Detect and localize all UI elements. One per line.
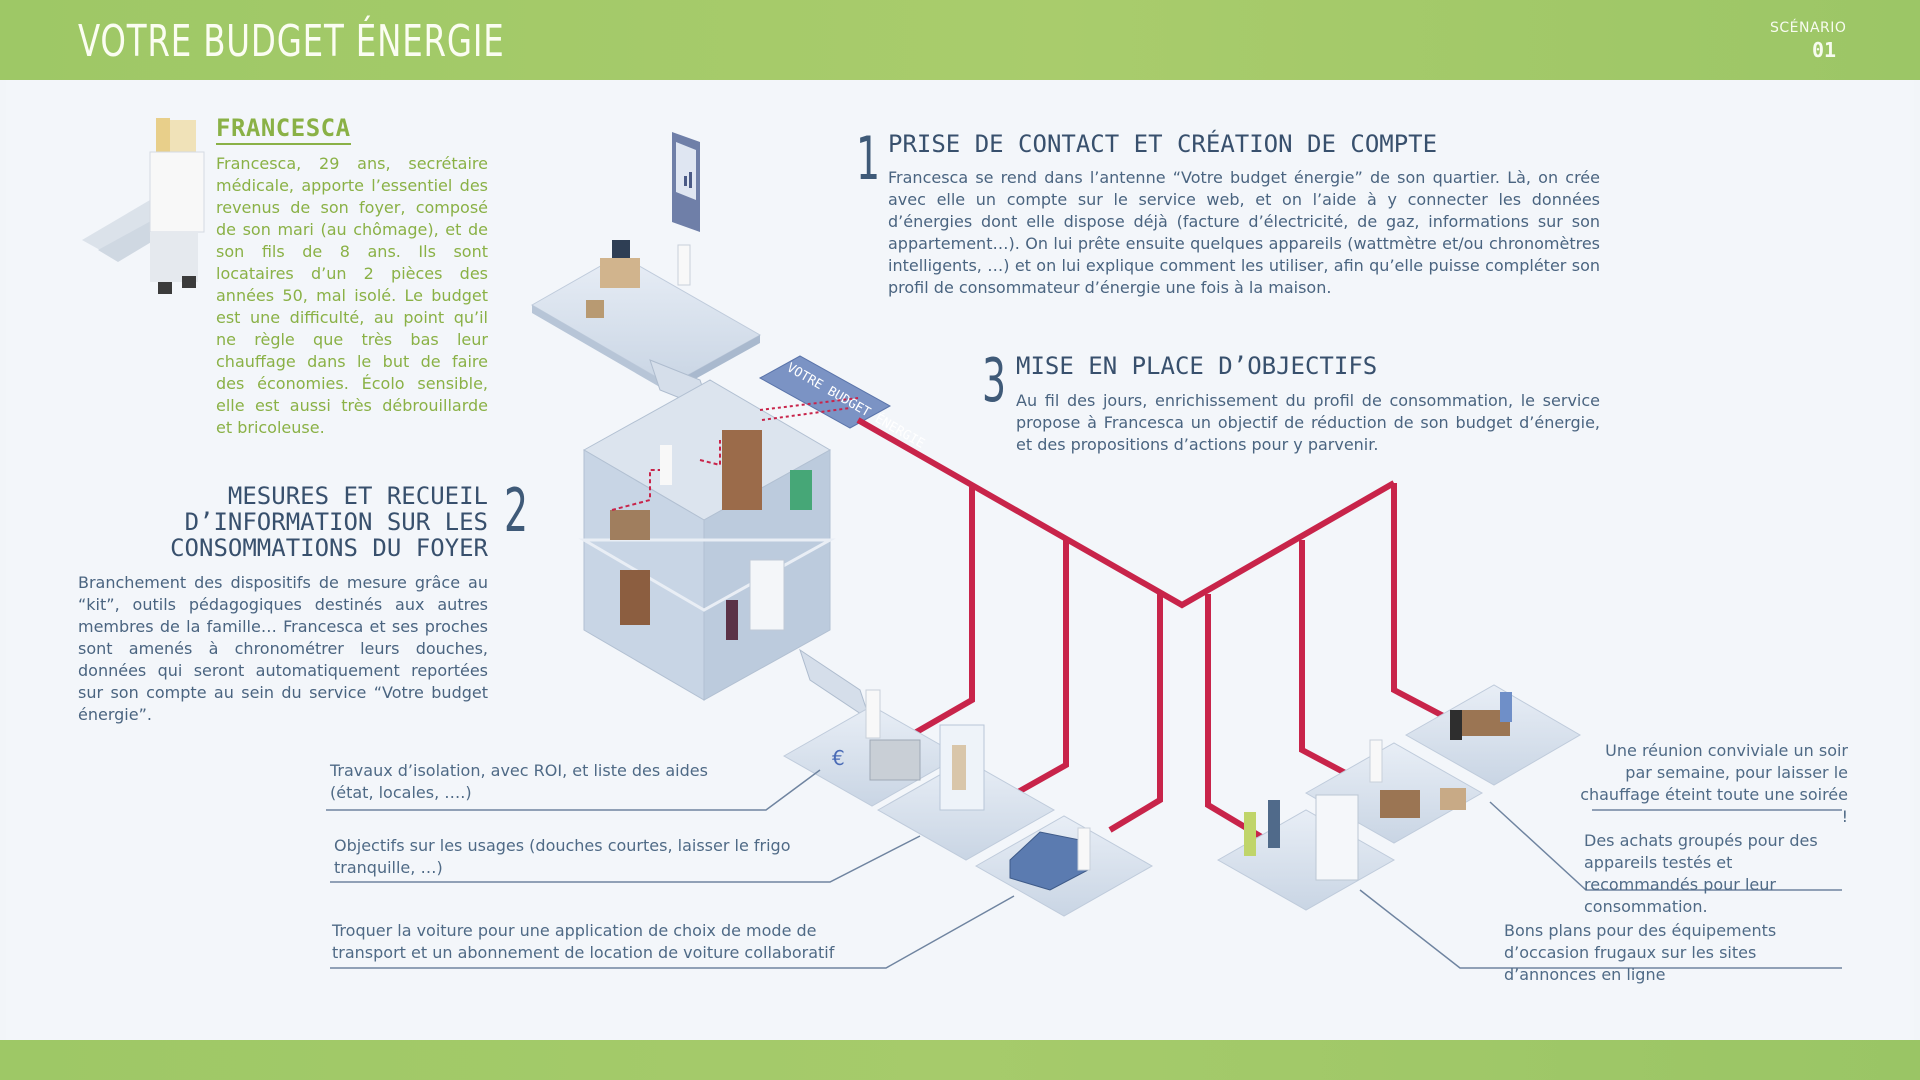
content-panel	[6, 80, 1914, 1040]
tile-insulation: €	[782, 689, 962, 807]
scenario-label: SCÉNARIO	[1770, 20, 1847, 36]
persona-figure	[82, 118, 205, 294]
caption-lines	[326, 769, 1842, 969]
tile-meeting	[1404, 684, 1581, 786]
action-group-purchases: Des achats groupés pour des appareils te…	[1584, 831, 1818, 916]
step2-title: MESURES ET RECUEIL D’INFORMATION SUR LES…	[170, 482, 488, 562]
step3-text: Au fil des jours, enrichissement du prof…	[1016, 391, 1600, 454]
action-secondhand: Bons plans pour des équipements d’occasi…	[1504, 921, 1777, 984]
action-transport: Troquer la voiture pour une application …	[332, 921, 835, 962]
kiosk-terminal	[672, 132, 700, 232]
step2-number: 2	[504, 476, 529, 546]
action-meeting: Une réunion conviviale un soir par semai…	[1580, 741, 1848, 826]
fridge-icon	[1315, 794, 1359, 881]
page-title: VOTRE BUDGET ÉNERGIE	[78, 16, 505, 67]
step3-title: MISE EN PLACE D’OBJECTIFS	[1016, 352, 1378, 380]
tile-car	[974, 815, 1154, 917]
persona-bio: Francesca, 29 ans, secrétaire médicale, …	[216, 154, 488, 437]
euro-icon: €	[832, 746, 845, 770]
step1-text: Francesca se rend dans l’antenne “Votre …	[888, 168, 1600, 297]
action-usage-goals: Objectifs sur les usages (douches courte…	[334, 836, 791, 877]
tile-shower	[876, 724, 1056, 861]
footer-bar	[0, 1040, 1920, 1080]
house	[578, 379, 836, 701]
tile-reception	[530, 240, 762, 393]
step1-title: PRISE DE CONTACT ET CRÉATION DE COMPTE	[888, 130, 1438, 158]
header-bar	[0, 0, 1920, 80]
connector-dots	[759, 397, 859, 421]
action-insulation: Travaux d’isolation, avec ROI, et liste …	[330, 761, 708, 802]
step3-number: 3	[982, 346, 1007, 416]
tile-secondhand	[1216, 794, 1396, 911]
step1-number: 1	[856, 124, 881, 194]
scenario-number: 01	[1812, 38, 1837, 62]
persona-name: FRANCESCA	[216, 114, 351, 145]
step2-text: Branchement des dispositifs de mesure gr…	[78, 573, 488, 724]
